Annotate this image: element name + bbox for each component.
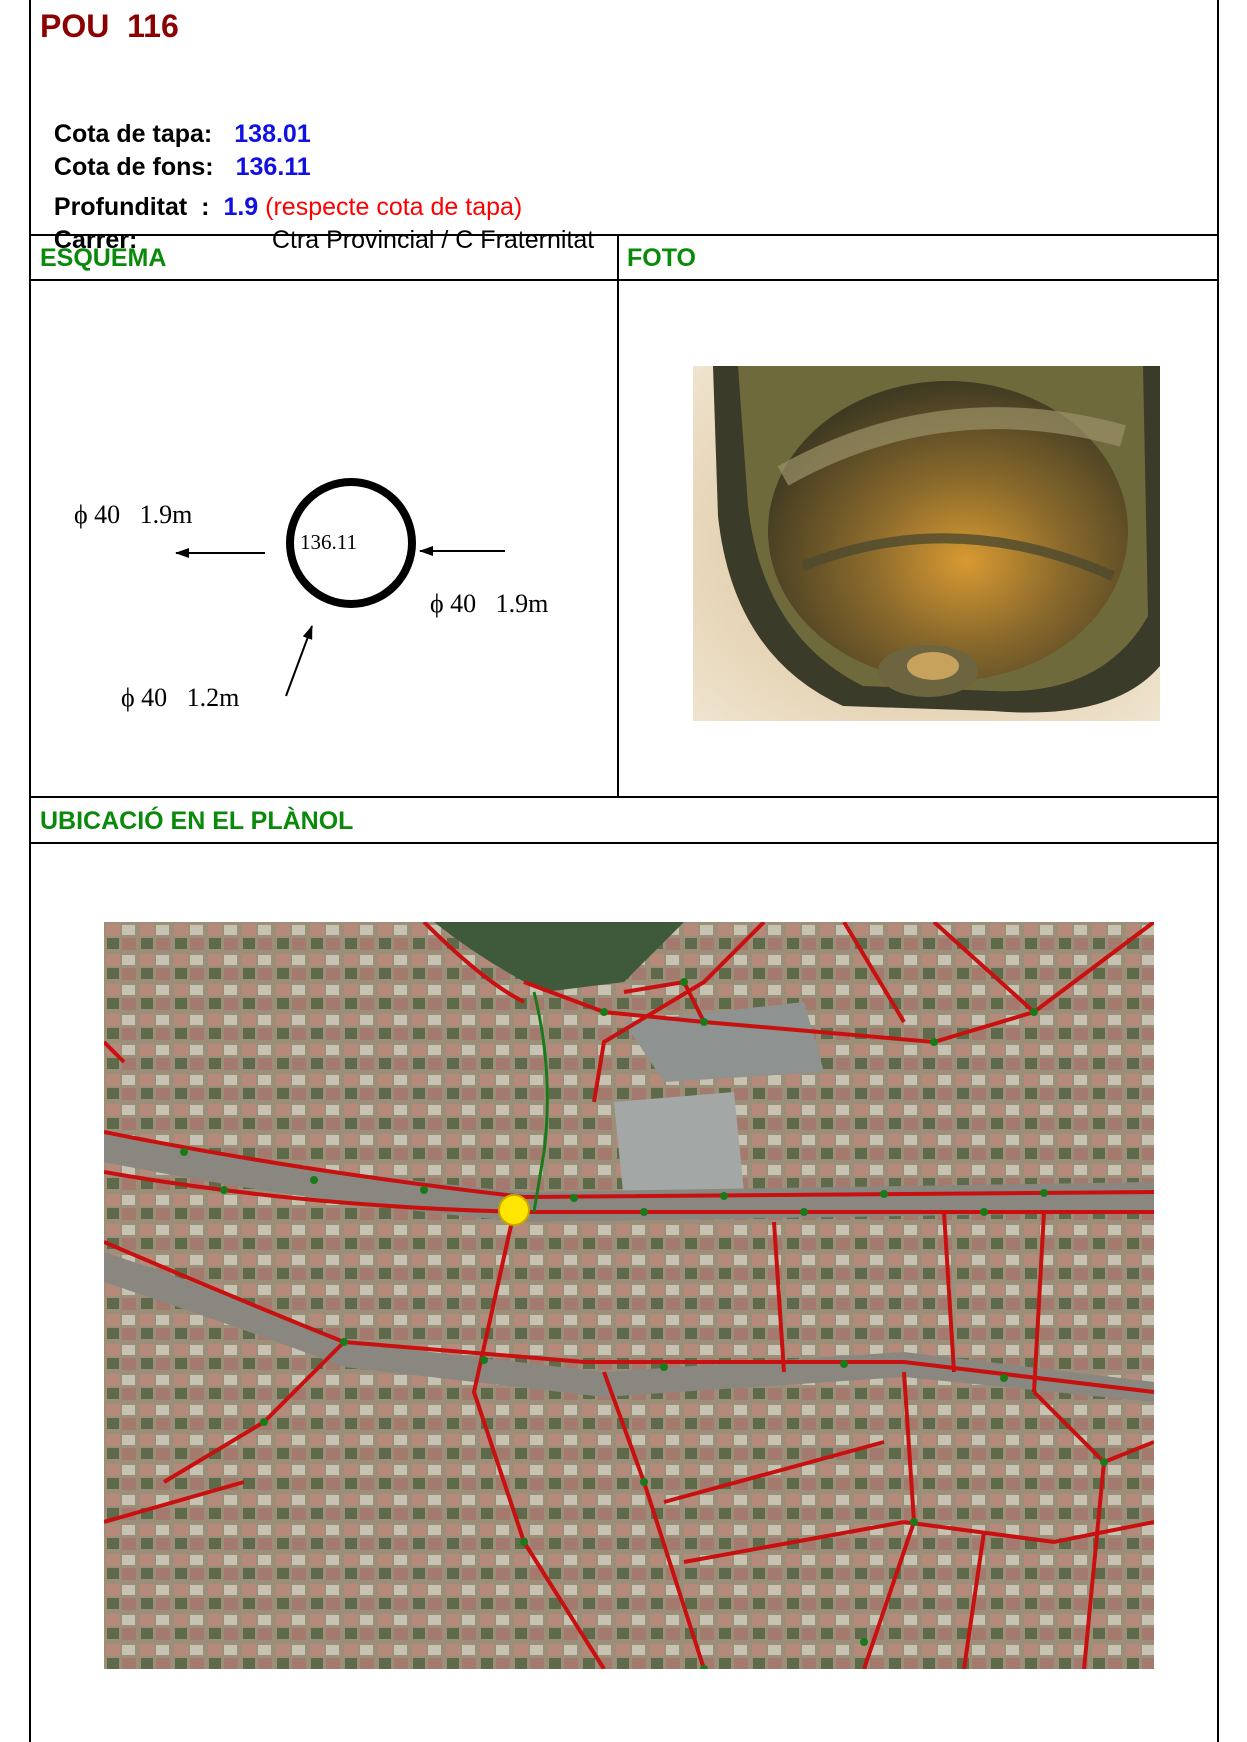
carrer-label: Carrer:	[53, 226, 138, 254]
cota-tapa-label: Cota de tapa:	[53, 120, 213, 148]
carrer-value: Ctra Provincial / C Fraternitat	[271, 226, 595, 254]
section-foto-header: FOTO	[627, 244, 696, 272]
info-cota-fons: Cota de fons: 136.11	[40, 121, 311, 183]
page-title: POU 116	[40, 8, 179, 44]
section-esquema-header: ESQUEMA	[40, 244, 167, 272]
divider	[29, 796, 1219, 798]
info-carrer: Carrer: Ctra Provincial / C Fraternitat	[40, 194, 594, 256]
info-profunditat: Profunditat : 1.9 (respecte cota de tapa)	[40, 161, 522, 223]
cota-fons-label: Cota de fons:	[53, 153, 214, 181]
pipe-right-label: ϕ 40 1.9m	[430, 589, 549, 618]
column-divider	[617, 234, 619, 798]
profunditat-note: (respecte cota de tapa)	[265, 193, 523, 221]
schema-center-label: 136.11	[300, 530, 357, 554]
manhole-photo	[693, 366, 1160, 721]
section-ubicacio-header: UBICACIÓ EN EL PLÀNOL	[40, 807, 354, 835]
profunditat-value: 1.9	[223, 193, 259, 221]
inlet-arrow-bottom	[285, 625, 313, 697]
divider	[29, 842, 1219, 844]
manhole-circle	[286, 478, 416, 608]
pipe-bottom-label: ϕ 40 1.2m	[121, 683, 240, 712]
manhole-schema-diagram	[175, 478, 505, 697]
cota-tapa-value: 138.01	[234, 120, 311, 148]
manhole-location-marker	[498, 1194, 530, 1226]
divider	[29, 234, 1219, 236]
location-map	[104, 922, 1154, 1669]
profunditat-label: Profunditat :	[53, 193, 210, 221]
info-cota-tapa: Cota de tapa: 138.01	[40, 88, 311, 150]
cota-fons-value: 136.11	[235, 153, 311, 181]
pipe-left-label: ϕ 40 1.9m	[74, 500, 193, 529]
divider	[29, 279, 1219, 281]
sheet-frame	[29, 0, 1219, 1742]
